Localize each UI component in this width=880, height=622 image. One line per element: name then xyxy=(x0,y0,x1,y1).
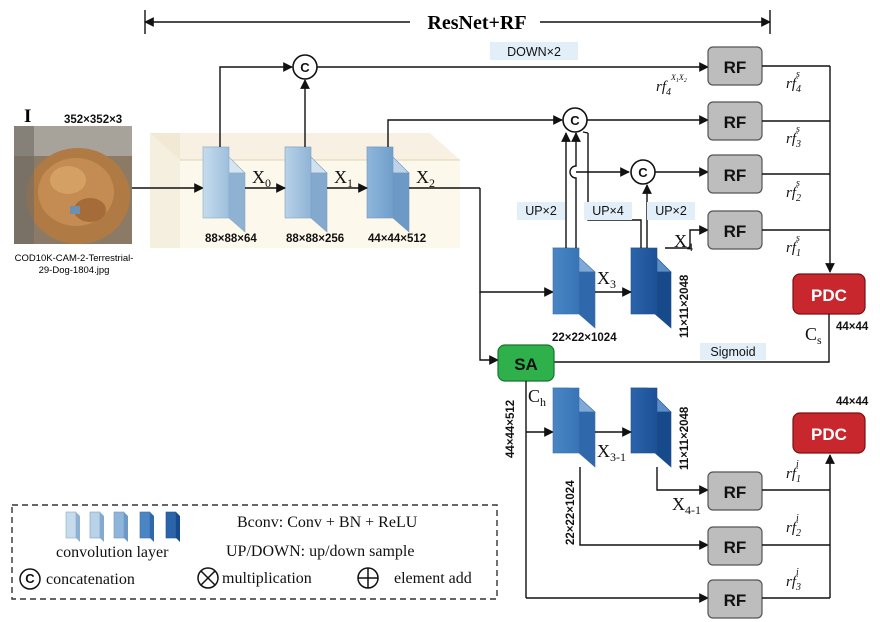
x41-label: X4-1 xyxy=(672,494,701,517)
x0-label: X0 xyxy=(252,167,271,190)
concat-symbol-2: C xyxy=(570,113,580,128)
encoder-block-x1 xyxy=(284,146,328,233)
dim-x0: 88×88×64 xyxy=(205,233,257,245)
sa-box: SA xyxy=(497,344,555,382)
block-x3 xyxy=(552,247,596,329)
rf-box-i1: RF xyxy=(707,471,763,511)
pdc2-dim: 44×44 xyxy=(836,396,869,408)
legend-bconv: Bconv: Conv + BN + ReLU xyxy=(237,514,418,531)
sigmoid-label: Sigmoid xyxy=(710,345,755,359)
input-size: 352×352×3 xyxy=(64,114,122,126)
block-x4 xyxy=(630,247,672,329)
rfi3-output-label: rf3i xyxy=(786,567,801,593)
encoder-block-x2 xyxy=(366,146,410,233)
svg-text:RF: RF xyxy=(724,483,747,502)
rf-box-4: RF xyxy=(707,46,763,86)
down-label-bg xyxy=(490,42,578,60)
rf-box-i2: RF xyxy=(707,526,763,566)
x2-label: X2 xyxy=(416,167,435,190)
dim-x3: 22×22×1024 xyxy=(552,332,617,344)
up2a-bg xyxy=(517,202,565,220)
dim-x4: 11×11×2048 xyxy=(679,274,691,338)
cs-label: Cs xyxy=(805,324,822,347)
up2b-label: UP×2 xyxy=(655,204,687,218)
rf2-output-label: rf2s xyxy=(786,178,801,204)
rf4-input-label: rf4X1X2 xyxy=(656,73,687,98)
legend-conv-layer: convolution layer xyxy=(56,544,169,561)
rf-box-1: RF xyxy=(707,210,763,250)
legend-add: element add xyxy=(394,570,472,587)
element-add-icon xyxy=(357,567,379,589)
rf-box-3: RF xyxy=(707,101,763,141)
svg-text:RF: RF xyxy=(724,538,747,557)
title-text: ResNet+RF xyxy=(427,12,526,34)
rf1-output-label: rf1s xyxy=(786,233,801,259)
x1-label: X1 xyxy=(334,167,353,190)
svg-text:RF: RF xyxy=(724,113,747,132)
ch-label: Ch xyxy=(528,386,546,409)
input-photo xyxy=(14,126,132,244)
sigmoid-bg xyxy=(700,343,766,360)
rf3-output-label: rf3s xyxy=(786,124,801,150)
legend-mult: multiplication xyxy=(222,570,312,587)
pdc-box-top: PDC xyxy=(792,273,866,315)
svg-text:RF: RF xyxy=(724,222,747,241)
svg-text:C: C xyxy=(25,571,35,586)
rf-box-2: RF xyxy=(707,154,763,194)
block-x41 xyxy=(630,387,672,468)
input-label: I xyxy=(24,106,31,127)
title-bar: ResNet+RF xyxy=(144,10,771,34)
rfi1-output-label: rf1i xyxy=(786,459,801,485)
dim-x41: 11×11×2048 xyxy=(679,406,691,470)
up2a-label: UP×2 xyxy=(525,204,557,218)
dim-x31: 22×22×1024 xyxy=(565,480,577,545)
input-image-group: I 352×352×3 COD10K-CAM-2-Terrestrial- 29… xyxy=(14,106,133,276)
x3-label: X3 xyxy=(597,268,616,291)
sa-dim: 44×44×512 xyxy=(505,400,517,458)
up4-bg xyxy=(584,202,632,220)
legend: convolution layer Bconv: Conv + BN + ReL… xyxy=(11,504,498,600)
legend-concat-icon xyxy=(19,568,41,590)
cs-dim: 44×44 xyxy=(836,321,869,333)
dim-x2: 44×44×512 xyxy=(368,233,426,245)
up4-label: UP×4 xyxy=(592,204,624,218)
svg-text:RF: RF xyxy=(724,166,747,185)
dim-x1: 88×88×256 xyxy=(286,233,344,245)
concat-symbol-3: C xyxy=(638,165,648,180)
rf4-output-label: rf4s xyxy=(786,69,801,95)
encoder-block-x0 xyxy=(202,146,246,233)
concat-symbol-1: C xyxy=(300,60,310,75)
input-filename-line1: COD10K-CAM-2-Terrestrial- xyxy=(15,253,134,264)
multiplication-icon xyxy=(197,567,219,589)
pdc-box-bottom: PDC xyxy=(792,412,866,454)
rf-box-i3: RF xyxy=(707,579,763,619)
legend-concat: concatenation xyxy=(46,571,135,588)
legend-updown: UP/DOWN: up/down sample xyxy=(226,543,414,560)
svg-text:PDC: PDC xyxy=(811,286,847,305)
x31-label: X3-1 xyxy=(597,441,626,464)
input-filename-line2: 29-Dog-1804.jpg xyxy=(39,265,110,276)
block-x31 xyxy=(552,387,596,468)
legend-conv-blocks xyxy=(65,511,180,542)
svg-text:SA: SA xyxy=(514,355,538,374)
down-label: DOWN×2 xyxy=(507,45,561,59)
svg-text:RF: RF xyxy=(724,591,747,610)
x4-label: X4 xyxy=(674,231,693,254)
up2b-bg xyxy=(647,202,695,220)
svg-text:PDC: PDC xyxy=(811,425,847,444)
rfi2-output-label: rf2i xyxy=(786,513,801,539)
svg-text:RF: RF xyxy=(724,58,747,77)
